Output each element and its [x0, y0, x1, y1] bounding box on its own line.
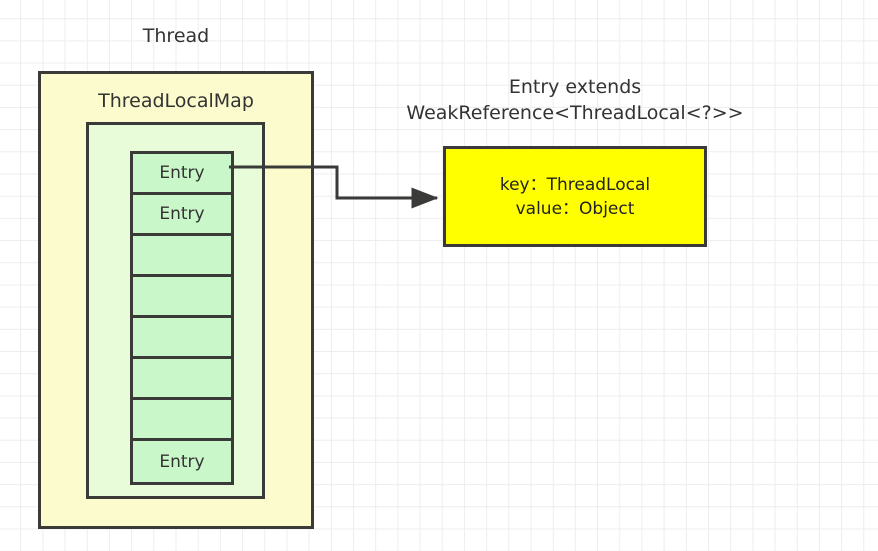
thread-label: Thread: [142, 25, 210, 47]
entry-cell: [133, 318, 231, 359]
entry-detail-box: key：ThreadLocal value：Object: [443, 146, 707, 247]
entry-cell: [133, 400, 231, 441]
entry-table: Entry Entry Entry: [130, 151, 234, 485]
entry-caption-line2: WeakReference<ThreadLocal<?>>: [406, 102, 744, 124]
entry-cell: [133, 236, 231, 277]
threadlocalmap-label: ThreadLocalMap: [98, 90, 254, 112]
thread-box: ThreadLocalMap Entry Entry Entry: [38, 71, 314, 529]
entry-detail-caption: Entry extends WeakReference<ThreadLocal<…: [378, 74, 772, 126]
entry-cell: [133, 359, 231, 400]
entry-caption-line1: Entry extends: [508, 76, 642, 98]
entry-cell: [133, 277, 231, 318]
threadlocalmap-panel: Entry Entry Entry: [86, 122, 265, 499]
entry-key-line: key：ThreadLocal: [499, 174, 651, 195]
entry-cell: Entry: [133, 441, 231, 482]
entry-cell: Entry: [133, 154, 231, 195]
entry-value-line: value：Object: [515, 198, 635, 219]
entry-cell: Entry: [133, 195, 231, 236]
